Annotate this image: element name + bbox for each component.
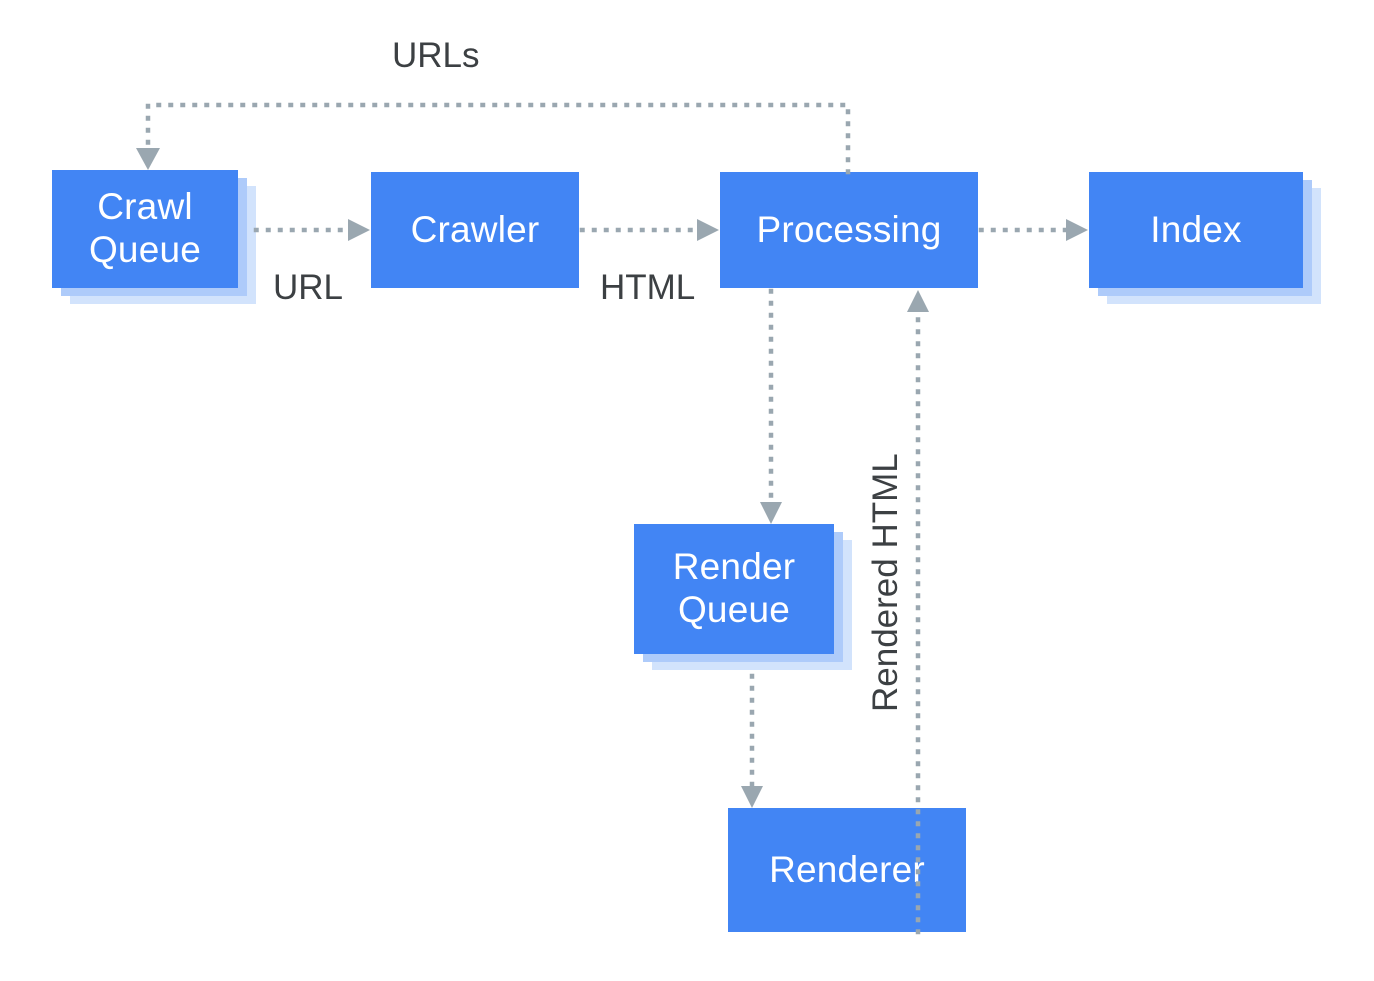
node-crawl-queue[interactable]: Crawl Queue bbox=[52, 170, 256, 304]
arrowhead-down bbox=[741, 786, 763, 808]
edge-label-html: HTML bbox=[600, 268, 696, 307]
arrowhead-up bbox=[907, 290, 929, 312]
edge-crawler-to-processing bbox=[579, 219, 719, 241]
node-index[interactable]: Index bbox=[1089, 172, 1321, 304]
node-face: Crawler bbox=[371, 172, 579, 288]
node-face: Render Queue bbox=[634, 524, 834, 654]
arrowhead-right bbox=[348, 219, 370, 241]
node-face: Renderer bbox=[728, 808, 966, 932]
edge-label-urls: URLs bbox=[392, 36, 480, 75]
node-label-index: Index bbox=[1150, 208, 1242, 250]
node-renderer[interactable]: Renderer bbox=[728, 808, 966, 932]
node-face: Crawl Queue bbox=[52, 170, 238, 288]
node-crawler[interactable]: Crawler bbox=[371, 172, 579, 288]
edge-processing-to-crawl-queue bbox=[136, 102, 851, 175]
edge-processing-to-index bbox=[978, 219, 1088, 241]
edge-label-url: URL bbox=[273, 268, 344, 307]
arrowhead-right bbox=[697, 219, 719, 241]
node-processing[interactable]: Processing bbox=[720, 172, 978, 288]
node-label-crawler: Crawler bbox=[410, 208, 540, 250]
edge-render-queue-to-renderer bbox=[741, 673, 763, 808]
node-render-queue[interactable]: Render Queue bbox=[634, 524, 852, 670]
node-label-render-queue: Render Queue bbox=[672, 546, 796, 630]
node-face: Index bbox=[1089, 172, 1303, 288]
node-face: Processing bbox=[720, 172, 978, 288]
arrowhead-right bbox=[1066, 219, 1088, 241]
arrowhead-down bbox=[760, 502, 782, 524]
edge-label-rendered-html: Rendered HTML bbox=[866, 453, 905, 712]
edge-processing-to-render-queue bbox=[760, 288, 782, 524]
node-label-crawl-queue: Crawl Queue bbox=[88, 186, 202, 270]
node-label-renderer: Renderer bbox=[769, 848, 925, 890]
edge-crawl-queue-to-crawler bbox=[253, 219, 370, 241]
node-label-processing: Processing bbox=[756, 208, 942, 250]
arrowhead-down bbox=[136, 148, 160, 170]
